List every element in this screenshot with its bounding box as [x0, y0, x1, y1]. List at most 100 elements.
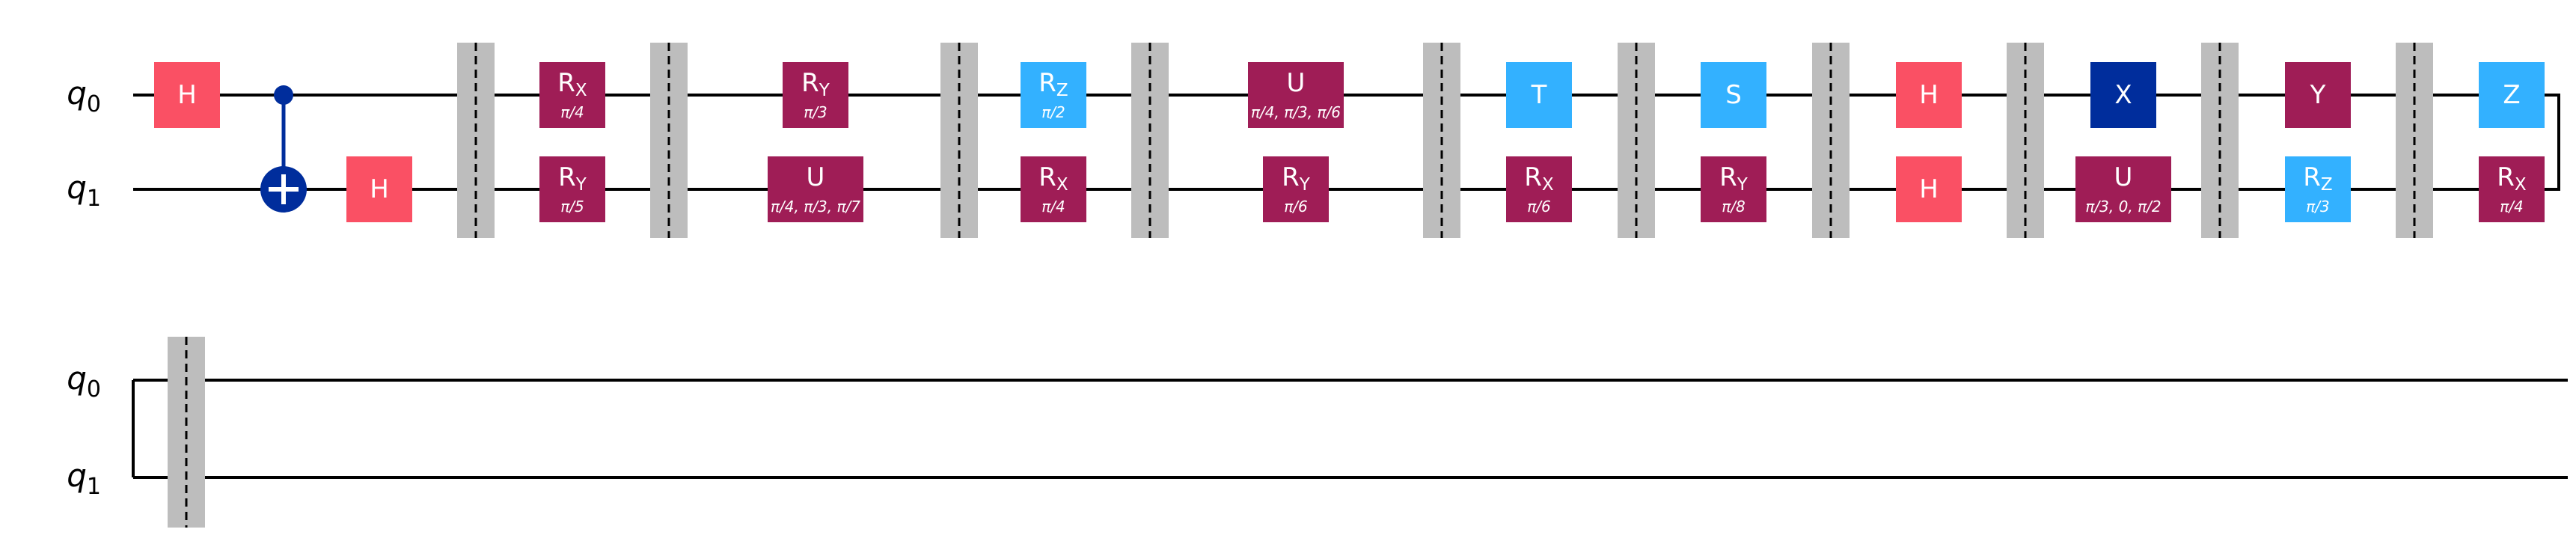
gate-parameter: π/3, 0, π/2	[2085, 198, 2161, 216]
wire-label-q0: q0	[67, 75, 101, 117]
gate-rx: RXπ/4	[539, 62, 605, 128]
gate-box	[1248, 62, 1344, 128]
gate-name: X	[2114, 80, 2132, 110]
gate-ry: RYπ/3	[783, 62, 848, 128]
barrier	[940, 43, 978, 238]
gate-name-subscript: Y	[1737, 175, 1749, 195]
gate-parameter: π/3	[804, 103, 827, 121]
wire-label-letter: q	[67, 457, 87, 494]
gate-u: Uπ/4, π/3, π/7	[768, 156, 863, 222]
wire-label-subscript: 1	[87, 186, 101, 212]
gate-name: H	[1919, 80, 1939, 110]
gate-name: T	[1531, 80, 1547, 110]
gate-parameter: π/4	[560, 103, 584, 121]
gate-box	[1021, 62, 1086, 128]
gate-name: Y	[2310, 80, 2326, 110]
wire-label-letter: q	[67, 169, 87, 206]
barrier	[1423, 43, 1460, 238]
gate-parameter: π/3	[2306, 198, 2330, 216]
gate-h: H	[1896, 156, 1962, 222]
gate-parameter: π/6	[1284, 198, 1308, 216]
gate-z: Z	[2479, 62, 2545, 128]
gate-name: H	[370, 174, 389, 204]
gate-box	[1506, 156, 1572, 222]
barrier	[2396, 43, 2433, 238]
gate-name: Z	[2503, 80, 2520, 110]
barrier	[650, 43, 688, 238]
gate-name-subscript: Z	[1056, 81, 1068, 100]
barrier	[2201, 43, 2239, 238]
gate-parameter: π/8	[1722, 198, 1746, 216]
gate-box	[1896, 62, 1962, 128]
gate-ry: RY π/6	[1263, 156, 1329, 222]
gate-name: RX	[1524, 162, 1554, 195]
barrier	[1618, 43, 1655, 238]
gate-u: Uπ/4, π/3, π/6	[1248, 62, 1344, 128]
gate-name-subscript: X	[1056, 175, 1068, 195]
barrier	[168, 337, 205, 528]
gate-t: T	[1506, 62, 1572, 128]
gate-box	[539, 156, 605, 222]
gate-name: U	[807, 162, 825, 192]
gate-name: RY	[1282, 162, 1311, 195]
gate-parameter: π/4	[2500, 198, 2524, 216]
gate-name: H	[177, 80, 197, 110]
gate-box	[2285, 62, 2351, 128]
circuit-barriers	[168, 43, 2433, 528]
wire-label-subscript: 0	[87, 91, 101, 117]
gate-box	[1021, 156, 1086, 222]
gate-s: S	[1701, 62, 1766, 128]
gate-parameter: π/6	[1527, 198, 1551, 216]
gate-box	[1896, 156, 1962, 222]
gate-parameter: π/5	[560, 198, 584, 216]
gate-box	[1701, 62, 1766, 128]
gate-name-subscript: Y	[819, 81, 830, 100]
gate-box	[1263, 156, 1329, 222]
gate-box	[2075, 156, 2171, 222]
wire-label-subscript: 0	[87, 376, 101, 403]
gate-u: Uπ/3, 0, π/2	[2075, 156, 2171, 222]
gate-name: RY	[1719, 162, 1749, 195]
gate-name-subscript: X	[575, 81, 587, 100]
gate-h: H	[1896, 62, 1962, 128]
gate-rx: RXπ/4	[2479, 156, 2545, 222]
gate-parameter: π/2	[1041, 103, 1065, 121]
gate-y: Y	[2285, 62, 2351, 128]
wire-label-subscript: 1	[87, 474, 101, 500]
gate-box	[2090, 62, 2156, 128]
barrier	[2007, 43, 2044, 238]
gate-ry: RYπ/5	[539, 156, 605, 222]
gate-parameter: π/4, π/3, π/7	[771, 198, 860, 216]
gate-box	[768, 156, 863, 222]
gate-name: S	[1725, 80, 1742, 110]
gate-name-subscript: X	[2515, 175, 2527, 195]
gate-box	[154, 62, 220, 128]
gate-box	[539, 62, 605, 128]
gate-rz: RZπ/2	[1021, 62, 1086, 128]
gate-name-subscript: Y	[1299, 175, 1311, 195]
wire-label-q0-continued: q0	[67, 360, 101, 403]
gate-name: H	[1919, 174, 1939, 204]
gate-name: U	[2114, 162, 2133, 192]
wire-label-letter: q	[67, 75, 87, 111]
wire-wrap-connector-right	[2551, 94, 2560, 191]
cnot-gate	[260, 85, 307, 213]
barrier	[1131, 43, 1169, 238]
gate-box	[783, 62, 848, 128]
gate-box	[346, 156, 412, 222]
wire-label-letter: q	[67, 360, 87, 397]
gate-box	[1701, 156, 1766, 222]
gate-name: U	[1287, 68, 1306, 98]
gate-box	[2479, 156, 2545, 222]
gate-parameter: π/4, π/3, π/6	[1251, 103, 1341, 121]
gate-rx: RX π/6	[1506, 156, 1572, 222]
gate-name-subscript: Y	[575, 175, 587, 195]
gate-name-subscript: X	[1542, 175, 1554, 195]
gate-box	[2479, 62, 2545, 128]
cnot-control-dot	[274, 85, 293, 105]
gate-rx: RXπ/4	[1021, 156, 1086, 222]
gate-box	[2285, 156, 2351, 222]
wire-label-q1: q1	[67, 169, 101, 212]
